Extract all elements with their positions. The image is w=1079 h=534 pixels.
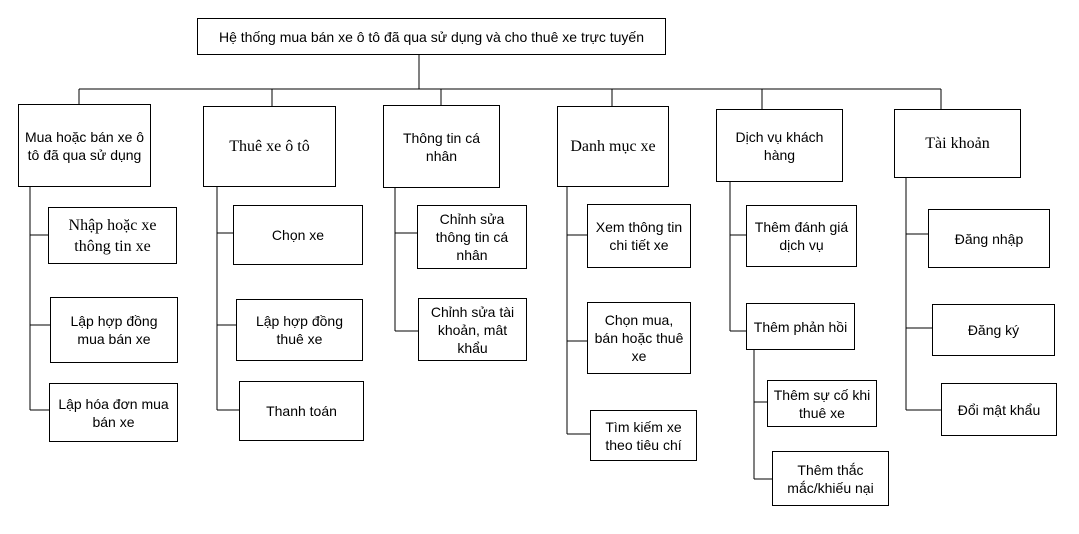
child-box-tim-kiem-xe: Tìm kiếm xe theo tiêu chí — [590, 410, 697, 461]
branch-label-thue-xe: Thuê xe ô tô — [229, 138, 310, 155]
child-label-hop-dong-mua-ban: Lập hợp đồng mua bán xe — [70, 313, 158, 347]
child-box-chinh-sua-tai-khoan: Chỉnh sửa tài khoản, mât khẩu — [418, 298, 527, 361]
child-box-phan-hoi: Thêm phản hồi — [746, 303, 855, 350]
child-label-tim-kiem-xe: Tìm kiếm xe theo tiêu chí — [605, 418, 682, 453]
child-label-hoa-don: Lập hóa đơn mua bán xe — [58, 395, 169, 430]
subchild-label-su-co: Thêm sự cố khi thuê xe — [773, 386, 871, 421]
branch-label-thong-tin-ca-nhan: Thông tin cá nhân — [402, 129, 481, 164]
child-box-doi-mat-khau: Đổi mật khẩu — [941, 383, 1057, 436]
branch-box-thong-tin-ca-nhan: Thông tin cá nhân — [383, 105, 500, 188]
child-label-doi-mat-khau: Đổi mật khẩu — [957, 401, 1041, 418]
child-box-chinh-sua-thong-tin: Chỉnh sửa thông tin cá nhân — [417, 205, 527, 269]
child-label-nhap-thong-tin: Nhập hoặc xe thông tin xe — [68, 216, 157, 255]
child-box-danh-gia-dich-vu: Thêm đánh giá dịch vụ — [746, 205, 857, 267]
child-box-hop-dong-thue: Lập hợp đồng thuê xe — [236, 299, 363, 361]
branch-label-tai-khoan: Tài khoản — [925, 135, 990, 152]
branch-box-danh-muc-xe: Danh mục xe — [557, 106, 669, 187]
child-box-hop-dong-mua-ban: Lập hợp đồng mua bán xe — [50, 297, 178, 363]
child-label-thanh-toan: Thanh toán — [266, 403, 337, 419]
child-label-hop-dong-thue: Lập hợp đồng thuê xe — [255, 313, 344, 347]
child-label-dang-nhap: Đăng nhập — [954, 230, 1024, 247]
branch-box-thue-xe: Thuê xe ô tô — [203, 106, 336, 187]
branch-box-tai-khoan: Tài khoản — [894, 109, 1021, 178]
branch-box-dich-vu-khach-hang: Dịch vụ khách hàng — [716, 109, 843, 182]
child-label-phan-hoi: Thêm phản hồi — [753, 318, 848, 335]
child-label-chon-mua-ban-thue: Chọn mua, bán hoặc thuê xe — [594, 312, 684, 364]
child-label-danh-gia-dich-vu: Thêm đánh giá dịch vụ — [754, 219, 849, 253]
child-label-xem-chi-tiet: Xem thông tin chi tiết xe — [595, 219, 683, 253]
subchild-label-thac-mac: Thêm thắc mắc/khiếu nại — [787, 461, 874, 496]
child-box-chon-xe: Chọn xe — [233, 205, 363, 265]
child-box-hoa-don: Lập hóa đơn mua bán xe — [49, 383, 178, 442]
child-box-nhap-thong-tin: Nhập hoặc xe thông tin xe — [48, 207, 177, 264]
child-box-dang-nhap: Đăng nhập — [928, 209, 1050, 268]
child-label-chinh-sua-tai-khoan: Chỉnh sửa tài khoản, mât khẩu — [430, 303, 515, 356]
child-box-chon-mua-ban-thue: Chọn mua, bán hoặc thuê xe — [587, 302, 691, 374]
child-label-dang-ky: Đăng ký — [967, 322, 1020, 338]
subchild-box-thac-mac: Thêm thắc mắc/khiếu nại — [772, 451, 889, 506]
child-label-chinh-sua-thong-tin: Chỉnh sửa thông tin cá nhân — [435, 211, 509, 263]
branch-label-dich-vu-khach-hang: Dịch vụ khách hàng — [735, 128, 824, 163]
child-box-thanh-toan: Thanh toán — [239, 381, 364, 441]
child-label-chon-xe: Chọn xe — [271, 227, 325, 243]
subchild-box-su-co: Thêm sự cố khi thuê xe — [767, 380, 877, 427]
branch-label-mua-ban: Mua hoặc bán xe ô tô đã qua sử dụng — [24, 128, 145, 163]
child-box-xem-chi-tiet: Xem thông tin chi tiết xe — [587, 204, 691, 268]
branch-label-danh-muc-xe: Danh mục xe — [570, 138, 656, 155]
branch-box-mua-ban: Mua hoặc bán xe ô tô đã qua sử dụng — [18, 104, 151, 187]
root-box: Hệ thống mua bán xe ô tô đã qua sử dụng … — [197, 18, 666, 55]
child-box-dang-ky: Đăng ký — [932, 304, 1055, 356]
root-label: Hệ thống mua bán xe ô tô đã qua sử dụng … — [218, 28, 645, 45]
